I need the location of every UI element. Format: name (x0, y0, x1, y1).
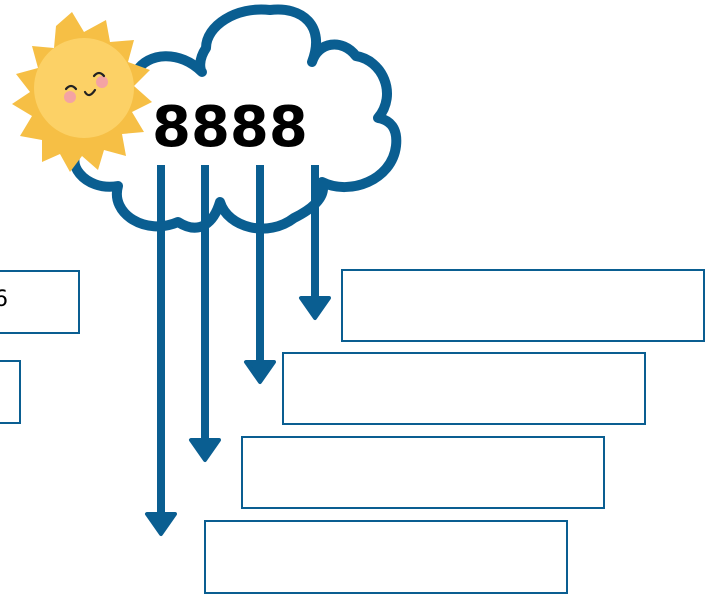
arrow-down-icon (299, 296, 331, 320)
sun-eye-right (92, 71, 106, 78)
sun-cheek-right (96, 76, 108, 88)
sun-smile (83, 88, 97, 97)
arrows-group (145, 165, 331, 536)
answer-box-ones[interactable] (341, 269, 705, 342)
sun-face (34, 38, 134, 138)
cloud-number: 8888 (152, 95, 308, 160)
answer-box-thousands[interactable] (204, 520, 568, 594)
partial-box-top (0, 270, 80, 334)
arrow-down-icon (189, 438, 221, 462)
answer-box-hundreds[interactable] (241, 436, 605, 509)
arrow-down-icon (145, 512, 177, 536)
sun-cheek-left (64, 91, 76, 103)
sun-icon (12, 12, 152, 172)
answer-box-tens[interactable] (282, 352, 646, 425)
partial-box-text: 6 (0, 287, 8, 312)
arrow-down-icon (244, 360, 276, 384)
sun-eye-left (64, 84, 78, 91)
partial-box-bottom (0, 360, 21, 424)
